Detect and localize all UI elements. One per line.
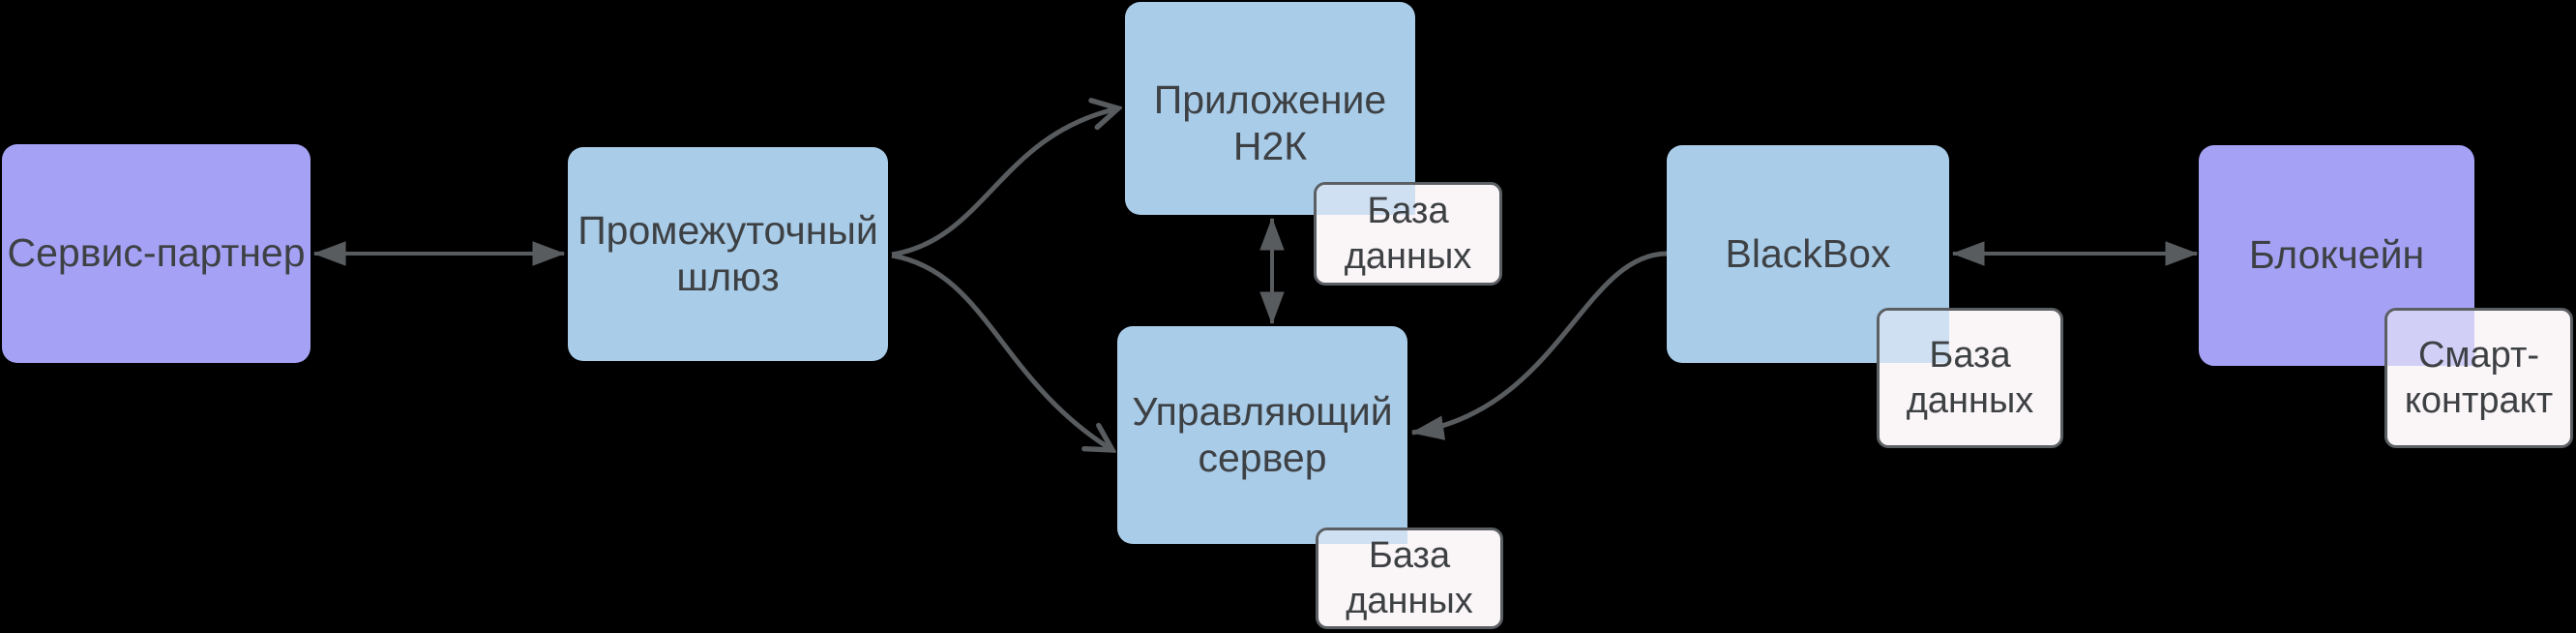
- node-control-server-label: Управляющий сервер: [1132, 388, 1393, 480]
- node-service-partner: Сервис-партнер: [2, 144, 311, 363]
- attachment-control-server-database-label: База данных: [1346, 535, 1473, 621]
- node-gateway: Промежуточный шлюз: [568, 147, 888, 361]
- attachment-smart-contract-label: Смарт-контракт: [2404, 335, 2554, 421]
- attachment-blackbox-database-label: База данных: [1906, 335, 2034, 421]
- attachment-blackbox-database: База данных: [1877, 308, 2063, 448]
- attachment-control-server-database: База данных: [1316, 528, 1503, 629]
- node-blockchain-label: Блокчейн: [2248, 232, 2425, 278]
- node-app-h2k-label: Приложение Н2К: [1153, 77, 1387, 168]
- node-blackbox-label: BlackBox: [1725, 230, 1891, 276]
- attachment-app-h2k-database: База данных: [1314, 182, 1502, 286]
- node-app-h2k: Приложение Н2К: [1125, 2, 1415, 215]
- edge-gateway-apph2k: [891, 108, 1118, 257]
- node-control-server: Управляющий сервер: [1117, 326, 1407, 544]
- node-gateway-label: Промежуточный шлюз: [577, 207, 878, 299]
- attachment-app-h2k-database-label: База данных: [1344, 191, 1472, 277]
- attachment-smart-contract: Смарт-контракт: [2384, 308, 2573, 448]
- node-service-partner-label: Сервис-партнер: [7, 230, 306, 276]
- edge-gateway-controlserver: [891, 253, 1112, 450]
